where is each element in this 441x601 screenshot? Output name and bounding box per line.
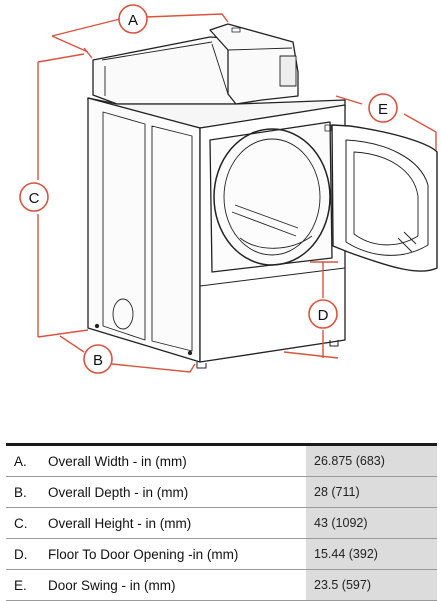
spec-letter: D. (6, 538, 48, 570)
callout-e-label: E (378, 101, 388, 118)
spec-name: Floor To Door Opening -in (mm) (48, 538, 306, 570)
callout-e: E (368, 93, 398, 123)
spec-row: A. Overall Width - in (mm) 26.875 (683) (6, 444, 437, 477)
callout-c-label: C (29, 190, 40, 207)
spec-row: B. Overall Depth - in (mm) 28 (711) (6, 476, 437, 508)
callout-b: B (83, 344, 113, 374)
dimension-spec-table: A. Overall Width - in (mm) 26.875 (683) … (6, 443, 437, 601)
spec-letter: C. (6, 507, 48, 539)
spec-row: C. Overall Height - in (mm) 43 (1092) (6, 507, 437, 539)
spec-value: 28 (711) (306, 476, 437, 508)
callout-b-label: B (93, 352, 103, 369)
spec-value: 23.5 (597) (306, 569, 437, 601)
spec-name: Door Swing - in (mm) (48, 569, 306, 601)
spec-name: Overall Height - in (mm) (48, 507, 306, 539)
dryer-drawing (87, 23, 438, 369)
callout-c: C (19, 182, 49, 212)
dryer-dimension-diagram: A B C D E (19, 4, 438, 374)
spec-row: D. Floor To Door Opening -in (mm) 15.44 … (6, 538, 437, 570)
spec-value: 26.875 (683) (306, 444, 437, 477)
spec-letter: E. (6, 569, 48, 601)
spec-name: Overall Depth - in (mm) (48, 476, 306, 508)
spec-name: Overall Width - in (mm) (48, 444, 306, 477)
spec-letter: B. (6, 476, 48, 508)
callout-a-label: A (128, 12, 138, 29)
dimension-callouts: A B C D E (19, 4, 398, 374)
callout-d: D (308, 299, 338, 329)
callout-d-label: D (318, 307, 329, 324)
spec-value: 43 (1092) (306, 507, 437, 539)
dimension-lines (37, 13, 437, 373)
spec-letter: A. (6, 444, 48, 477)
callout-a: A (118, 4, 148, 34)
spec-value: 15.44 (392) (306, 538, 437, 570)
spec-row: E. Door Swing - in (mm) 23.5 (597) (6, 569, 437, 601)
